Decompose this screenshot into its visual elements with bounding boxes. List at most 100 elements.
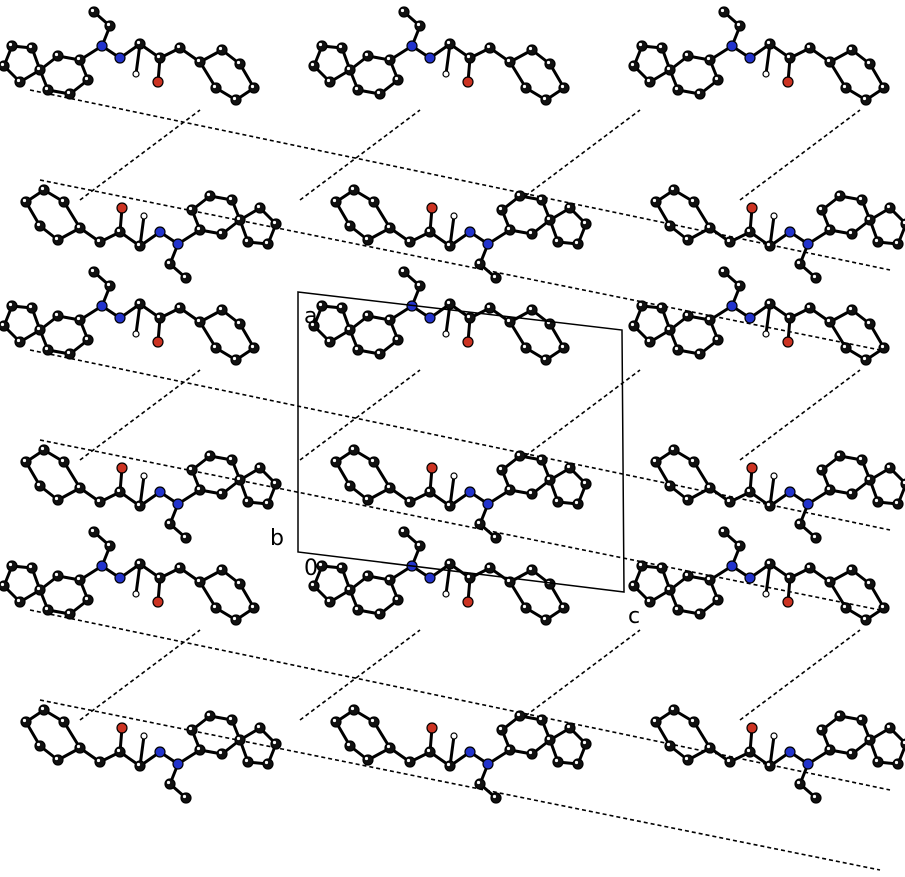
atom-highlight [346, 742, 351, 747]
atom-highlight [566, 204, 571, 209]
atom-highlight [506, 486, 511, 491]
carbon-atom [734, 540, 746, 552]
carbon-atom [520, 342, 532, 354]
carbon-atom [6, 40, 18, 52]
nitrogen-atom [482, 758, 494, 770]
carbon-atom [194, 576, 206, 588]
carbon-atom [186, 464, 198, 476]
atom-highlight [546, 476, 551, 481]
carbon-atom [628, 60, 640, 72]
carbon-atom [856, 714, 868, 726]
carbon-atom [628, 580, 640, 592]
atom-highlight [706, 576, 711, 581]
atom-highlight [394, 596, 399, 601]
atom-highlight [66, 90, 71, 95]
atom-highlight [218, 46, 223, 51]
carbon-atom [884, 202, 896, 214]
carbon-atom [474, 258, 486, 270]
atom-highlight [90, 528, 95, 533]
carbon-atom [846, 748, 858, 760]
carbon-atom [514, 190, 526, 202]
atom-highlight [326, 598, 331, 603]
carbon-atom [580, 218, 592, 230]
atom-highlight [848, 490, 853, 495]
hydrogen-bond [739, 109, 861, 201]
carbon-atom [864, 318, 876, 330]
nitrogen-atom [726, 300, 738, 312]
atom-highlight [354, 86, 359, 91]
carbon-atom [526, 44, 538, 56]
carbon-atom [892, 758, 904, 770]
carbon-atom [682, 570, 694, 582]
atom-highlight [44, 606, 49, 611]
atom-highlight [256, 464, 261, 469]
carbon-atom [824, 484, 836, 496]
atom-highlight [376, 350, 381, 355]
molecule-up-4 [308, 266, 570, 366]
carbon-atom [668, 444, 680, 456]
carbon-atom [180, 792, 192, 804]
atom-highlight [560, 84, 565, 89]
atom-highlight [542, 356, 547, 361]
hydrogen-atom [132, 330, 140, 338]
oxygen-atom [426, 722, 438, 734]
atom-highlight [326, 78, 331, 83]
carbon-atom [724, 756, 736, 768]
atom-highlight [652, 718, 657, 723]
carbon-atom [64, 608, 76, 620]
carbon-atom [88, 526, 100, 538]
carbon-atom [324, 596, 336, 608]
atom-highlight [338, 304, 343, 309]
carbon-atom [234, 578, 246, 590]
hydrogen-bond [519, 629, 641, 721]
carbon-atom [552, 756, 564, 768]
carbon-atom [34, 220, 46, 232]
atom-highlight [196, 486, 201, 491]
carbon-atom [644, 76, 656, 88]
carbon-atom [74, 314, 86, 326]
atom-highlight [886, 724, 891, 729]
atom-highlight [0, 62, 5, 67]
carbon-atom [490, 792, 502, 804]
atom-highlight [40, 186, 45, 191]
atom-highlight [156, 574, 161, 579]
carbon-atom [316, 560, 328, 572]
carbon-atom [572, 758, 584, 770]
carbon-atom [520, 82, 532, 94]
carbon-atom [718, 526, 730, 538]
atom-highlight [684, 756, 689, 761]
carbon-atom [496, 204, 508, 216]
carbon-atom [94, 496, 106, 508]
hydrogen-bond [299, 109, 421, 201]
atom-highlight [364, 312, 369, 317]
atom-highlight [236, 736, 241, 741]
nitrogen-atom [482, 238, 494, 250]
oxygen-atom [152, 596, 164, 608]
atom-highlight [696, 610, 701, 615]
atom-highlight [886, 464, 891, 469]
atom-highlight [862, 356, 867, 361]
atom-highlight [674, 86, 679, 91]
hydrogen-atom [442, 70, 450, 78]
atom-highlight [466, 574, 471, 579]
atom-highlight [638, 562, 643, 567]
atom-highlight [766, 300, 771, 305]
hydrogen-bond [739, 629, 861, 721]
atom-highlight [826, 486, 831, 491]
hydrogen-atom [132, 70, 140, 78]
atom-highlight [818, 206, 823, 211]
carbon-atom [892, 238, 904, 250]
oxygen-atom [116, 462, 128, 474]
atom-highlight [894, 240, 899, 245]
carbon-atom [82, 594, 94, 606]
atom-highlight [250, 604, 255, 609]
carbon-atom [810, 792, 822, 804]
carbon-atom [526, 748, 538, 760]
carbon-atom [444, 240, 456, 252]
nitrogen-atom [726, 40, 738, 52]
carbon-atom [444, 38, 456, 50]
carbon-atom [628, 320, 640, 332]
atom-highlight [522, 604, 527, 609]
atom-highlight [416, 22, 421, 27]
atom-highlight [338, 44, 343, 49]
